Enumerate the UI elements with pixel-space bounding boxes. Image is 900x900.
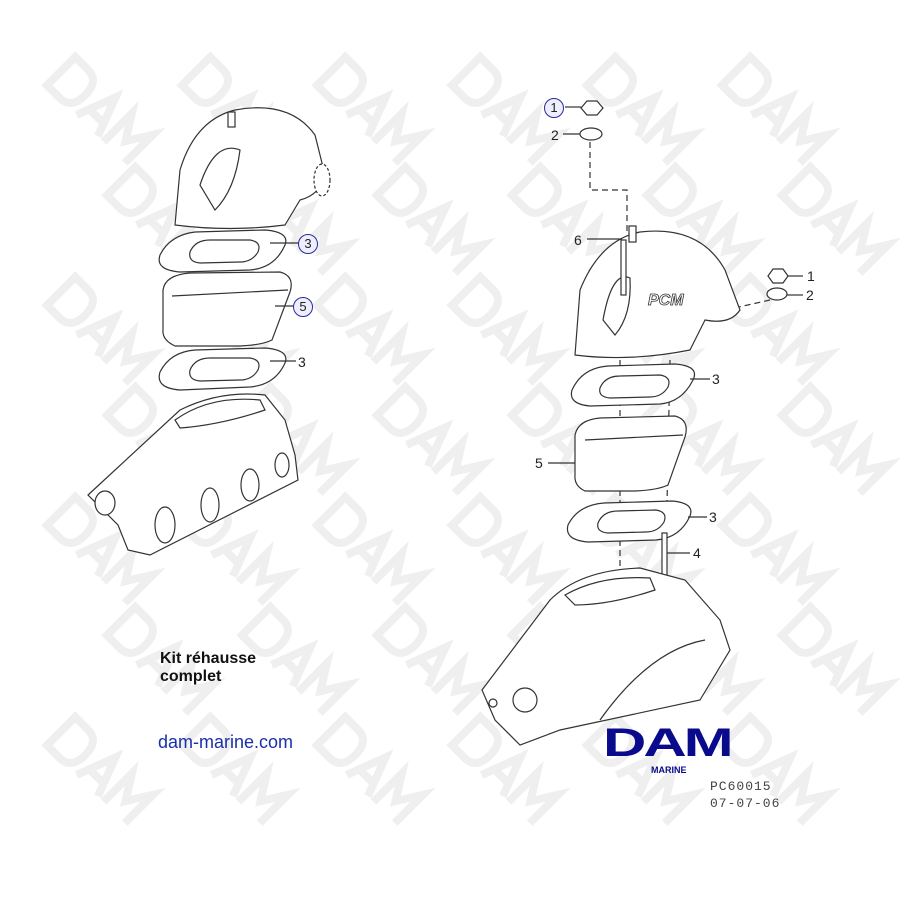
callout-1: 1 [807,268,815,284]
watermark [176,711,301,826]
watermark [581,711,706,826]
callout-5-circled[interactable]: 5 [293,297,313,317]
left-elbow [174,107,331,230]
callout-6: 6 [574,232,582,248]
left-manifold [87,393,299,556]
watermark [311,271,436,386]
callout-1-circled[interactable]: 1 [544,98,564,118]
watermark [506,161,631,276]
watermark [446,271,571,386]
watermark [776,161,900,276]
watermark [371,161,496,276]
caption-line-1: Kit réhausse [160,650,257,667]
kit-caption: Kit réhausse complet [160,650,256,686]
watermark [371,601,496,716]
right-gasket-top [570,363,696,407]
left-leader-lines [270,242,300,362]
callout-2: 2 [551,127,559,143]
drawing-date: 07-07-06 [710,796,781,811]
callout-5: 5 [535,455,543,471]
callout-2: 2 [806,287,814,303]
stud-4 [661,532,668,579]
right-elbow: PCM [574,225,741,359]
nut-right [766,268,789,301]
watermark [101,161,226,276]
callout-3: 3 [709,509,717,525]
callout-3: 3 [298,354,306,370]
left-gasket-top [158,229,287,273]
watermark [236,601,361,716]
watermark [716,711,841,826]
left-gasket-bottom [158,347,287,391]
watermark [716,271,841,386]
website-link[interactable]: dam-marine.com [158,732,294,752]
pcm-marking: PCM [648,292,684,309]
watermark [176,491,301,606]
watermark [446,711,571,826]
callout-3: 3 [712,371,720,387]
right-riser [574,415,687,492]
right-manifold [481,567,731,746]
watermark [776,381,900,496]
watermark [101,601,226,716]
watermark [716,51,841,166]
logo-subtitle: MARINE [651,765,687,775]
right-leader-lines [548,106,803,554]
watermark [311,711,436,826]
watermark [311,51,436,166]
callout-4: 4 [693,545,701,561]
watermark [176,51,301,166]
watermark [371,381,496,496]
watermark [41,711,166,826]
right-gasket-bottom [566,500,692,543]
watermark [311,491,436,606]
watermark [446,491,571,606]
nut-top [579,100,604,141]
watermark [41,271,166,386]
watermark [41,51,166,166]
watermark [776,601,900,716]
watermark [446,51,571,166]
left-riser [162,271,292,347]
drawing-code: PC60015 [710,779,772,794]
watermark [581,51,706,166]
callout-3-circled[interactable]: 3 [298,234,318,254]
dam-logo: DAM [603,721,734,765]
watermark [716,491,841,606]
caption-line-2: complet [160,668,222,685]
watermark [41,491,166,606]
watermark [641,161,766,276]
